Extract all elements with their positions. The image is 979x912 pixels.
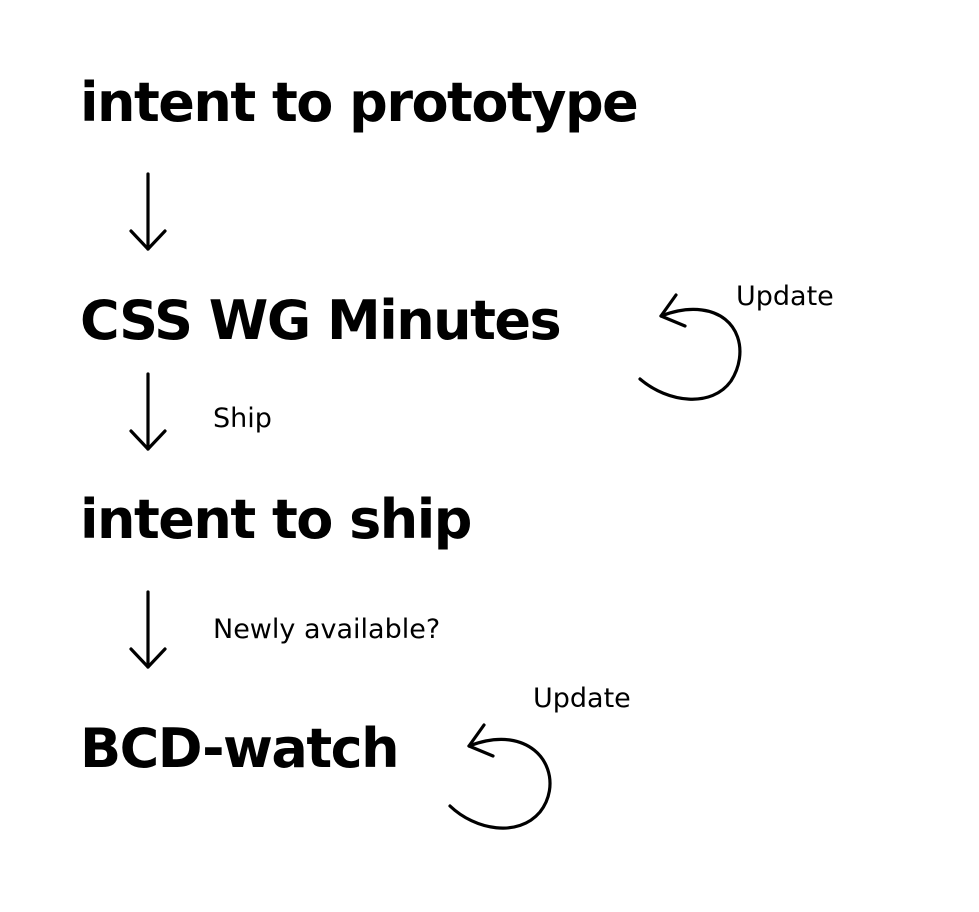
arrow-prototype-to-minutes xyxy=(129,172,167,251)
node-intent-to-ship: intent to ship xyxy=(80,488,472,551)
node-bcd-watch: BCD-watch xyxy=(80,717,400,780)
node-css-wg-minutes: CSS WG Minutes xyxy=(80,289,562,352)
loop-label-bcd-update: Update xyxy=(533,683,631,714)
edge-label-ship: Ship xyxy=(213,403,272,434)
node-intent-to-prototype: intent to prototype xyxy=(80,71,639,134)
loop-label-minutes-update: Update xyxy=(736,281,834,312)
edge-label-newly-available: Newly available? xyxy=(213,614,441,645)
loop-arrow-bcd-update xyxy=(448,723,552,830)
arrow-ship-to-bcd xyxy=(129,590,167,669)
arrow-minutes-to-ship xyxy=(129,372,167,451)
loop-arrow-minutes-update xyxy=(638,293,742,401)
